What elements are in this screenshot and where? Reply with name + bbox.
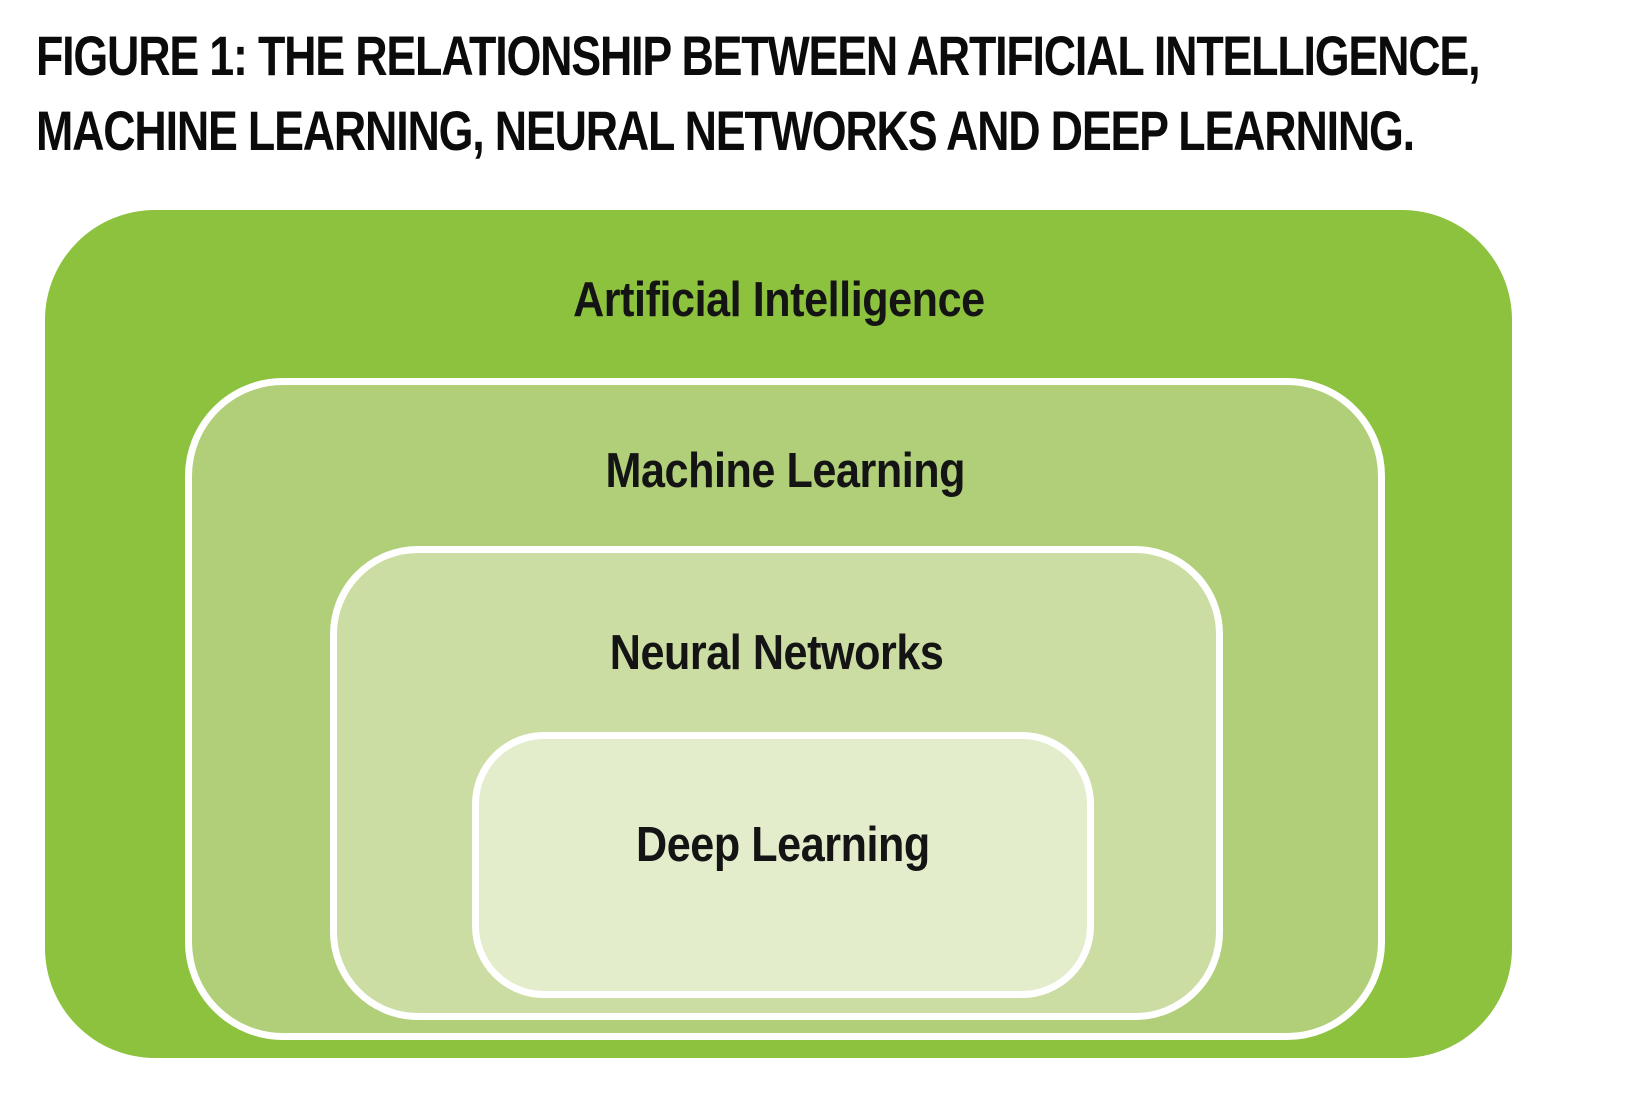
layer-label-deep-learning: Deep Learning xyxy=(636,818,930,872)
layer-label-machine-learning: Machine Learning xyxy=(605,444,965,498)
figure-title-line-2: MACHINE LEARNING, NEURAL NETWORKS AND DE… xyxy=(36,99,1415,162)
layer-label-artificial-intelligence: Artificial Intelligence xyxy=(572,273,985,327)
figure-title: FIGURE 1: THE RELATIONSHIP BETWEEN ARTIF… xyxy=(36,18,1481,168)
layer-label-neural-networks: Neural Networks xyxy=(609,626,944,680)
layer-deep-learning: Deep Learning xyxy=(472,732,1094,998)
figure-title-line-1: FIGURE 1: THE RELATIONSHIP BETWEEN ARTIF… xyxy=(36,24,1481,87)
